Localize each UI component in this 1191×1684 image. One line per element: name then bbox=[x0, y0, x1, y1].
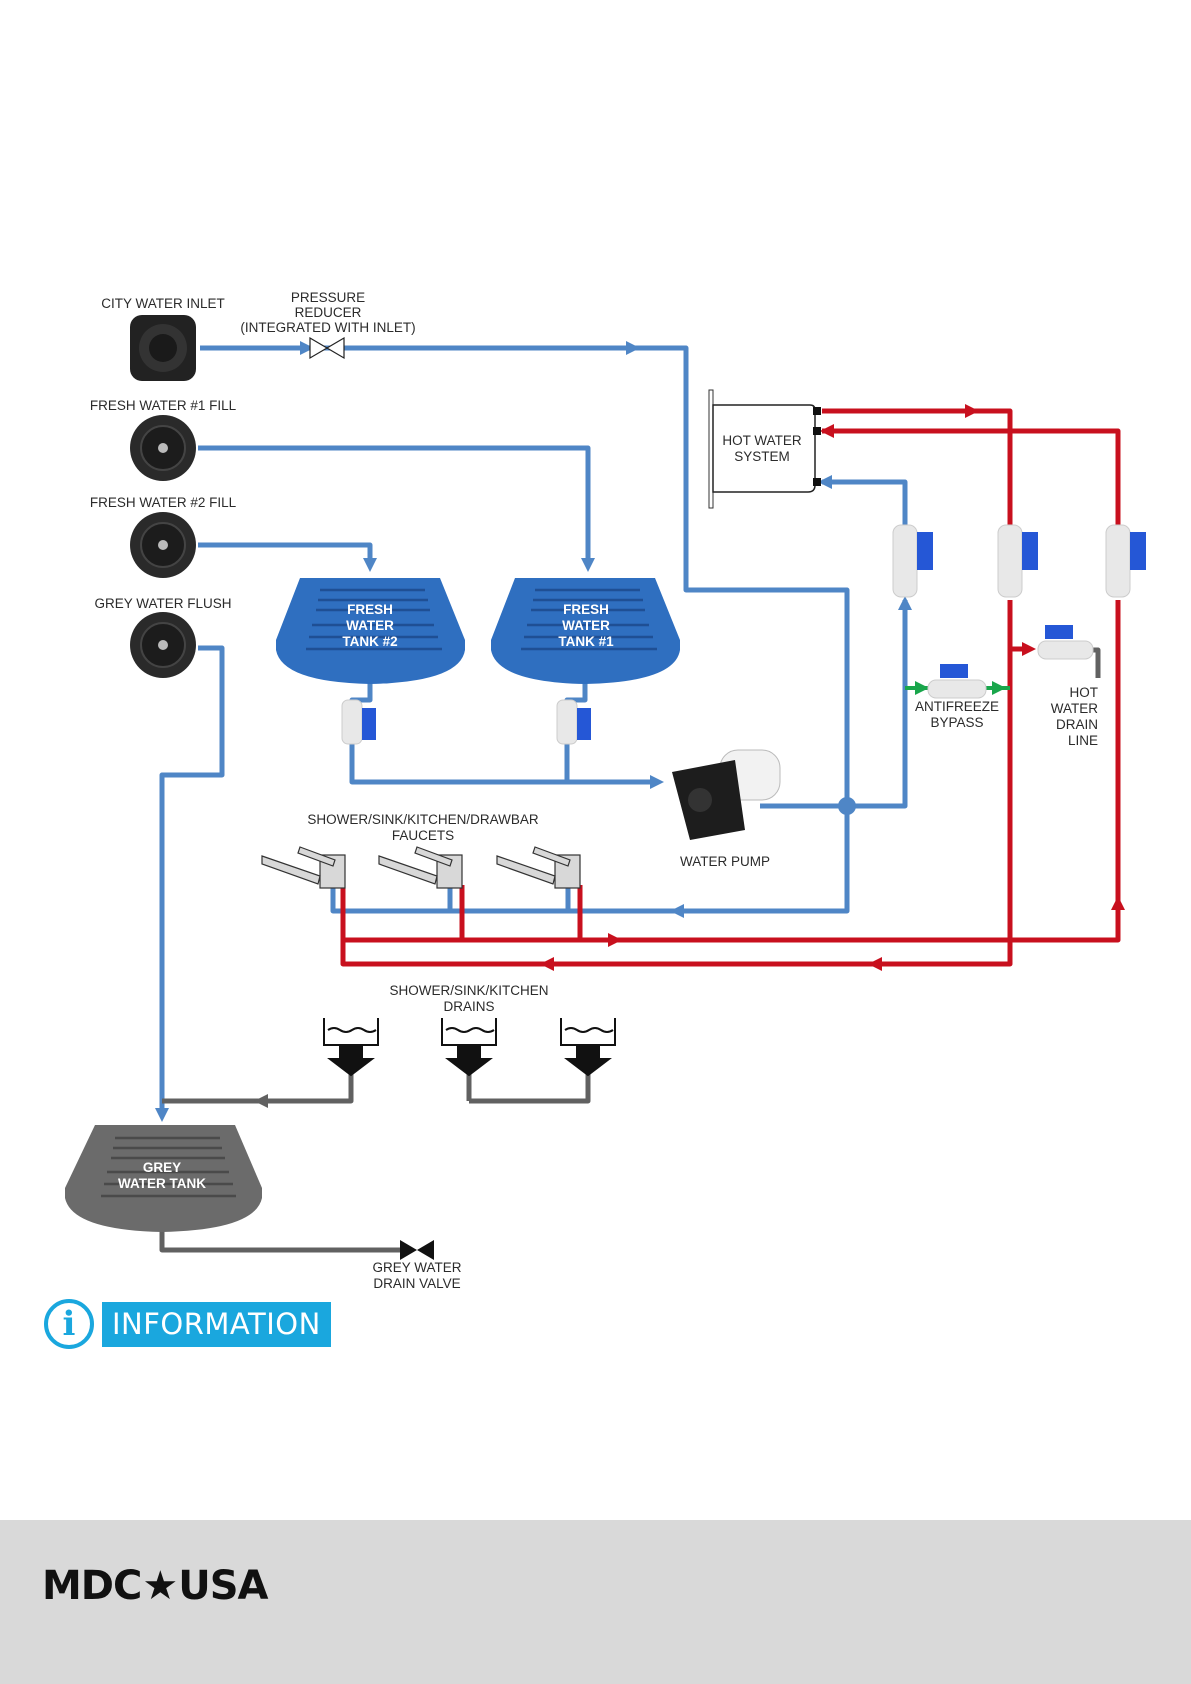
faucet-1 bbox=[261, 846, 346, 889]
drains bbox=[323, 1018, 616, 1077]
hot-arrows bbox=[540, 404, 1125, 971]
hot-water-system-label-2: SYSTEM bbox=[734, 449, 790, 464]
hot-supply-loop bbox=[343, 600, 1121, 943]
antifreeze-bypass-label-2: BYPASS bbox=[930, 715, 983, 730]
hws-cold-inlet-line bbox=[822, 479, 908, 530]
fresh-water-1-fill-label: FRESH WATER #1 FILL bbox=[90, 398, 237, 413]
logo-text-left: MDC bbox=[42, 1563, 142, 1609]
footer: MDC ★ USA bbox=[0, 1520, 1191, 1684]
tank-2-outlet-valve bbox=[341, 699, 376, 745]
hot-return-valve bbox=[1105, 524, 1146, 598]
faucets bbox=[261, 846, 581, 889]
grey-water-flush-cap bbox=[130, 612, 196, 678]
grey-tank-outlet bbox=[159, 1225, 400, 1253]
fresh-water-tank-1 bbox=[491, 578, 680, 684]
city-water-inlet bbox=[130, 315, 196, 381]
hws-return-line bbox=[822, 428, 1121, 530]
drains-label-1: SHOWER/SINK/KITCHEN bbox=[389, 983, 548, 998]
drain-3 bbox=[560, 1018, 616, 1077]
drain-arrow bbox=[254, 1094, 268, 1108]
cold-inlet-valve bbox=[892, 524, 933, 598]
drain-3-line bbox=[469, 1070, 591, 1104]
grey-flush-line bbox=[159, 645, 225, 1115]
grey-tank-label-1: GREY bbox=[143, 1160, 181, 1175]
fresh-water-2-fill-label: FRESH WATER #2 FILL bbox=[90, 495, 237, 510]
fresh-water-2-fill-cap bbox=[130, 512, 196, 578]
information-badge: i INFORMATION bbox=[44, 1297, 331, 1351]
grey-tank-label-2: WATER TANK bbox=[118, 1176, 206, 1191]
hws-outlet-line bbox=[822, 408, 1013, 530]
fresh-2-fill-line bbox=[198, 542, 373, 565]
faucet-3 bbox=[496, 846, 581, 889]
mdc-usa-logo: MDC ★ USA bbox=[42, 1563, 268, 1609]
faucets-label-2: FAUCETS bbox=[392, 828, 454, 843]
hot-water-drain-label-4: LINE bbox=[1068, 733, 1098, 748]
cold-arrows bbox=[155, 341, 912, 1122]
hot-water-drain-label-2: WATER bbox=[1051, 701, 1098, 716]
tank-1-outlet-valve bbox=[556, 699, 591, 745]
hot-main-down bbox=[340, 600, 1013, 967]
pump-junction bbox=[838, 797, 856, 815]
faucets-label-1: SHOWER/SINK/KITCHEN/DRAWBAR bbox=[307, 812, 539, 827]
tank2-outlet-line bbox=[349, 683, 657, 785]
fresh-tank-2-label-2: WATER bbox=[346, 618, 394, 633]
water-system-diagram: CITY WATER INLET PRESSURE REDUCER (INTEG… bbox=[65, 290, 1146, 1291]
hot-water-drain-valve bbox=[1037, 625, 1094, 660]
antifreeze-bypass-valve bbox=[927, 664, 987, 699]
bypass-arrows bbox=[905, 681, 1010, 695]
hot-water-drain-label-1: HOT bbox=[1070, 685, 1099, 700]
grey-water-tank bbox=[65, 1125, 262, 1232]
fresh-tank-2-label-1: FRESH bbox=[347, 602, 393, 617]
hot-water-lines bbox=[340, 408, 1121, 967]
pressure-reducer-label-1: PRESSURE bbox=[291, 290, 365, 305]
water-pump-label: WATER PUMP bbox=[680, 854, 770, 869]
fresh-tank-1-label-2: WATER bbox=[562, 618, 610, 633]
information-label: INFORMATION bbox=[102, 1301, 331, 1347]
drains-label-2: DRAINS bbox=[443, 999, 494, 1014]
info-icon: i bbox=[44, 1299, 94, 1349]
water-pump bbox=[672, 749, 781, 840]
pump-outlet-line bbox=[760, 600, 908, 809]
fresh-water-1-fill-cap bbox=[130, 415, 196, 481]
hot-water-system bbox=[708, 389, 821, 509]
pressure-reducer-label-3: (INTEGRATED WITH INLET) bbox=[240, 320, 415, 335]
faucet-2 bbox=[378, 846, 463, 889]
fresh-tank-1-label-3: TANK #1 bbox=[558, 634, 614, 649]
pressure-reducer-valve-icon bbox=[309, 336, 345, 360]
logo-text-right: USA bbox=[178, 1563, 268, 1609]
fresh-1-fill-line bbox=[198, 445, 591, 565]
hot-outlet-valve bbox=[997, 524, 1038, 598]
grey-drain-valve-label-1: GREY WATER bbox=[372, 1260, 461, 1275]
hot-water-system-label-1: HOT WATER bbox=[722, 433, 801, 448]
drain-collector bbox=[162, 1070, 354, 1104]
grey-drain-valve-icon bbox=[400, 1240, 434, 1260]
fresh-tank-1-label-1: FRESH bbox=[563, 602, 609, 617]
fresh-water-tank-2 bbox=[276, 578, 465, 684]
antifreeze-bypass-label-1: ANTIFREEZE bbox=[915, 699, 999, 714]
grey-drain-valve-label-2: DRAIN VALVE bbox=[373, 1276, 460, 1291]
drain-1 bbox=[323, 1018, 379, 1077]
star-icon: ★ bbox=[142, 1563, 178, 1609]
drain-lines bbox=[159, 647, 1101, 1253]
fresh-tank-2-label-3: TANK #2 bbox=[342, 634, 397, 649]
city-water-inlet-label: CITY WATER INLET bbox=[101, 296, 225, 311]
grey-water-flush-label: GREY WATER FLUSH bbox=[94, 596, 231, 611]
drain-2 bbox=[441, 1018, 497, 1077]
hot-water-drain-label-3: DRAIN bbox=[1056, 717, 1098, 732]
pressure-reducer-label-2: REDUCER bbox=[295, 305, 362, 320]
